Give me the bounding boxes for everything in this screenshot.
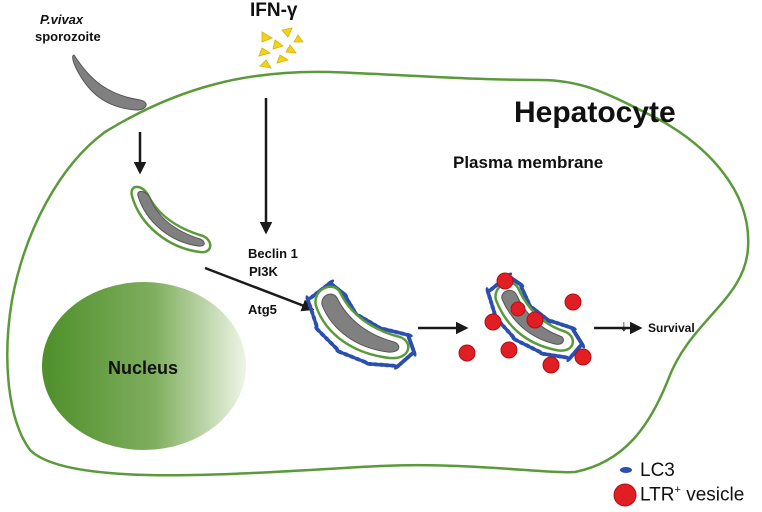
beclin-label: Beclin 1 [248, 246, 298, 261]
plasma-membrane-label: Plasma membrane [453, 153, 604, 172]
hepatocyte-membrane [6, 70, 750, 477]
hepatocyte-title: Hepatocyte [514, 96, 676, 129]
lc3-protein [308, 293, 317, 301]
sporozoite-label: sporozoite [35, 29, 101, 44]
nucleus-label: Nucleus [108, 358, 179, 378]
pi3k-label: PI3K [249, 264, 278, 279]
ltr-vesicles [458, 272, 592, 374]
ltr-legend-icon [613, 483, 637, 507]
lc3-decorated-parasite [305, 279, 417, 370]
ifn-gamma-label: IFN-γ [250, 0, 298, 21]
lc3-protein [313, 319, 319, 329]
ifn-gamma-molecules [258, 27, 304, 69]
autophagy-arrow [204, 266, 315, 312]
atg5-label: Atg5 [248, 302, 277, 317]
nucleus [42, 282, 246, 450]
survival-label: Survival [648, 321, 695, 335]
sporozoite-shape [72, 54, 147, 111]
sporozoite-species-label: P.vivax [40, 12, 84, 27]
lc3-protein [559, 355, 570, 360]
ltr-legend-suffix: vesicle [680, 484, 745, 506]
ltr-legend-superscript: + [674, 484, 681, 496]
lc3-protein [487, 285, 497, 293]
parasitophorous-vacuole [130, 185, 212, 254]
lc3-legend-icon [620, 467, 632, 473]
ltr-legend-prefix: LTR [640, 484, 675, 506]
decrease-arrow-symbol: ↓ [620, 318, 628, 335]
ltr-legend-label: LTR+ vesicle [640, 484, 744, 506]
lc3-legend-label: LC3 [640, 460, 675, 481]
